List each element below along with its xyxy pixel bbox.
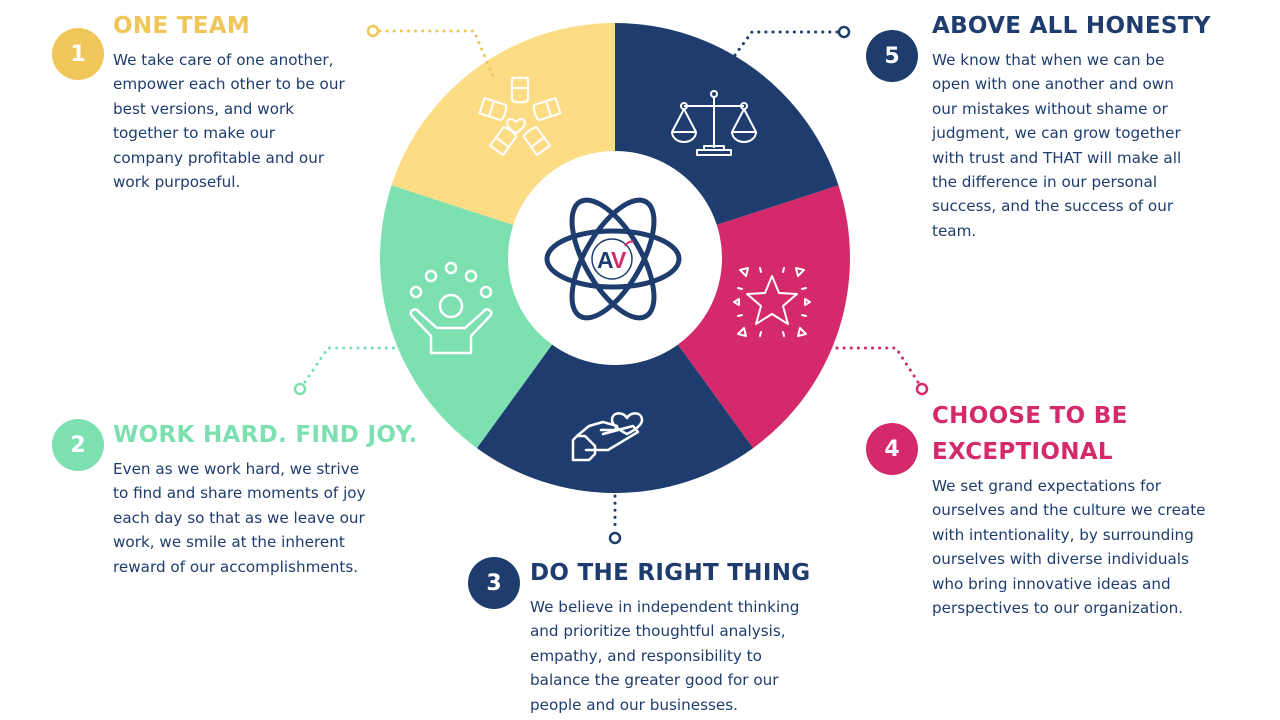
number-badge: 1	[52, 28, 104, 80]
logo-bird-mark	[624, 240, 635, 247]
value-title: ABOVE ALL HONESTY	[932, 13, 1211, 39]
connector-honesty	[733, 25, 851, 57]
logo-monogram-a: A	[597, 247, 614, 273]
atom-icon	[544, 197, 682, 321]
juggling-person-icon	[409, 261, 493, 355]
number-badge: 2	[52, 419, 104, 471]
value-description: Even as we work hard, we strive to find …	[113, 460, 366, 576]
scales-of-justice-icon	[671, 90, 757, 156]
value-description: We take care of one another, empower eac…	[113, 51, 345, 192]
connector-right-thing	[608, 494, 622, 545]
value-title: ONE TEAM	[113, 13, 251, 39]
fist-bump-circle-icon	[478, 77, 562, 157]
number-badge: 4	[866, 423, 918, 475]
segment-right-thing	[476, 258, 754, 493]
logo-monogram-v: V	[611, 247, 627, 273]
value-description: We set grand expectations for ourselves …	[932, 477, 1206, 618]
connector-exceptional	[831, 346, 929, 396]
number-badge: 3	[468, 557, 520, 609]
value-description: We know that when we can be open with on…	[932, 51, 1182, 240]
number-badge: 5	[866, 30, 918, 82]
connector-one-team	[366, 24, 495, 78]
hand-heart-icon	[571, 412, 644, 462]
sparkling-star-icon	[733, 267, 811, 337]
value-title: WORK HARD. FIND JOY.	[113, 422, 418, 448]
connector-find-joy	[293, 346, 398, 396]
value-title: DO THE RIGHT THING	[530, 560, 811, 586]
value-description: We believe in independent thinking and p…	[530, 598, 800, 714]
logo-ring	[591, 238, 633, 280]
value-title: CHOOSE TO BE EXCEPTIONAL	[932, 403, 1128, 465]
